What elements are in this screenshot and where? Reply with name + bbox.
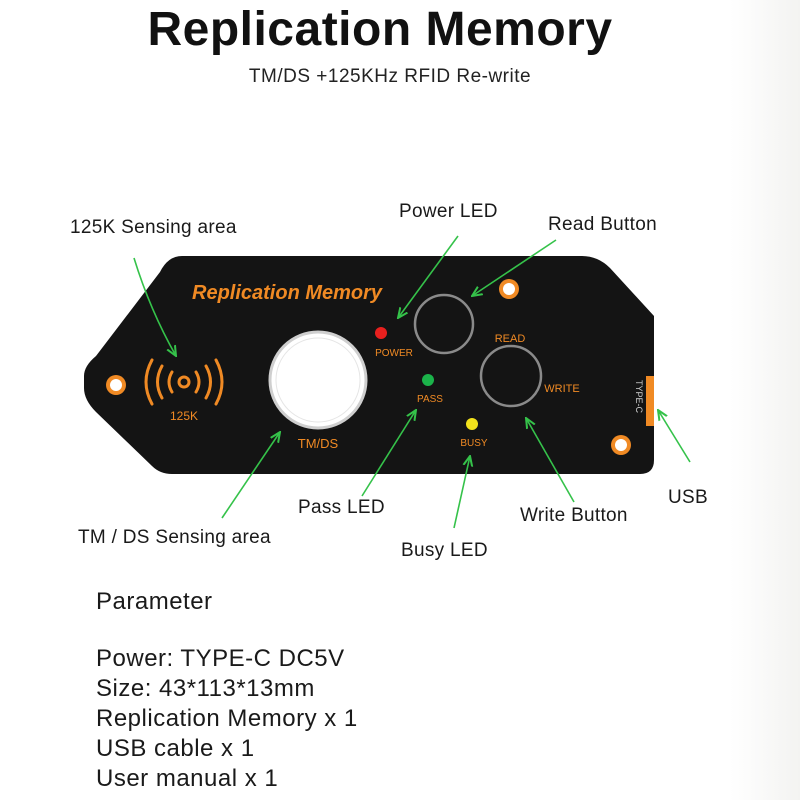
busy-led [466,418,478,430]
callout-pass-led: Pass LED [298,497,385,518]
arrow-icon [658,410,691,463]
callout-read-button: Read Button [548,214,657,235]
power-led-label: POWER [375,348,413,359]
parameters-section: Parameter Power: TYPE-C DC5V Size: 43*11… [96,588,358,794]
pass-led [422,374,434,386]
callout-125k-sensing: 125K Sensing area [70,217,237,238]
read-button[interactable] [413,293,475,355]
device-brand-label: Replication Memory [192,282,383,304]
mounting-hole [611,435,631,455]
pass-led-label: PASS [417,394,443,405]
callout-power-led: Power LED [399,201,498,222]
parameter-item: User manual x 1 [96,765,279,792]
parameter-item: Power: TYPE-C DC5V [96,645,345,672]
port-label: TYPE-C [634,380,644,414]
rfid-waves-icon [144,358,224,406]
arrow-icon [453,456,470,529]
read-label: READ [495,333,526,345]
arrow-icon [361,410,416,497]
parameter-item: Replication Memory x 1 [96,705,358,732]
parameter-item: Size: 43*113*13mm [96,675,315,702]
tmds-label: TM/DS [298,436,339,451]
page-subtitle: TM/DS +125KHz RFID Re-write [248,66,532,87]
arrow-icon [398,235,459,318]
type-c-port[interactable] [646,376,654,426]
arrow-icon [221,432,280,519]
busy-led-label: BUSY [460,438,488,449]
mounting-hole [106,375,126,395]
write-button[interactable] [479,344,543,408]
parameters-heading: Parameter [96,588,213,615]
rfid-label: 125K [170,409,198,423]
callout-tmds-sensing: TM / DS Sensing area [78,527,271,548]
background-shade [730,0,800,800]
callout-busy-led: Busy LED [401,540,488,561]
arrow-icon [133,257,176,356]
parameter-item: USB cable x 1 [96,735,255,762]
write-label: WRITE [544,383,579,395]
device-body [84,256,654,474]
mounting-hole [499,279,519,299]
callout-usb: USB [668,487,708,508]
power-led [375,327,387,339]
arrow-icon [472,239,557,296]
page-title: Replication Memory [147,3,613,56]
arrow-icon [526,418,575,503]
callout-write-button: Write Button [520,505,628,526]
